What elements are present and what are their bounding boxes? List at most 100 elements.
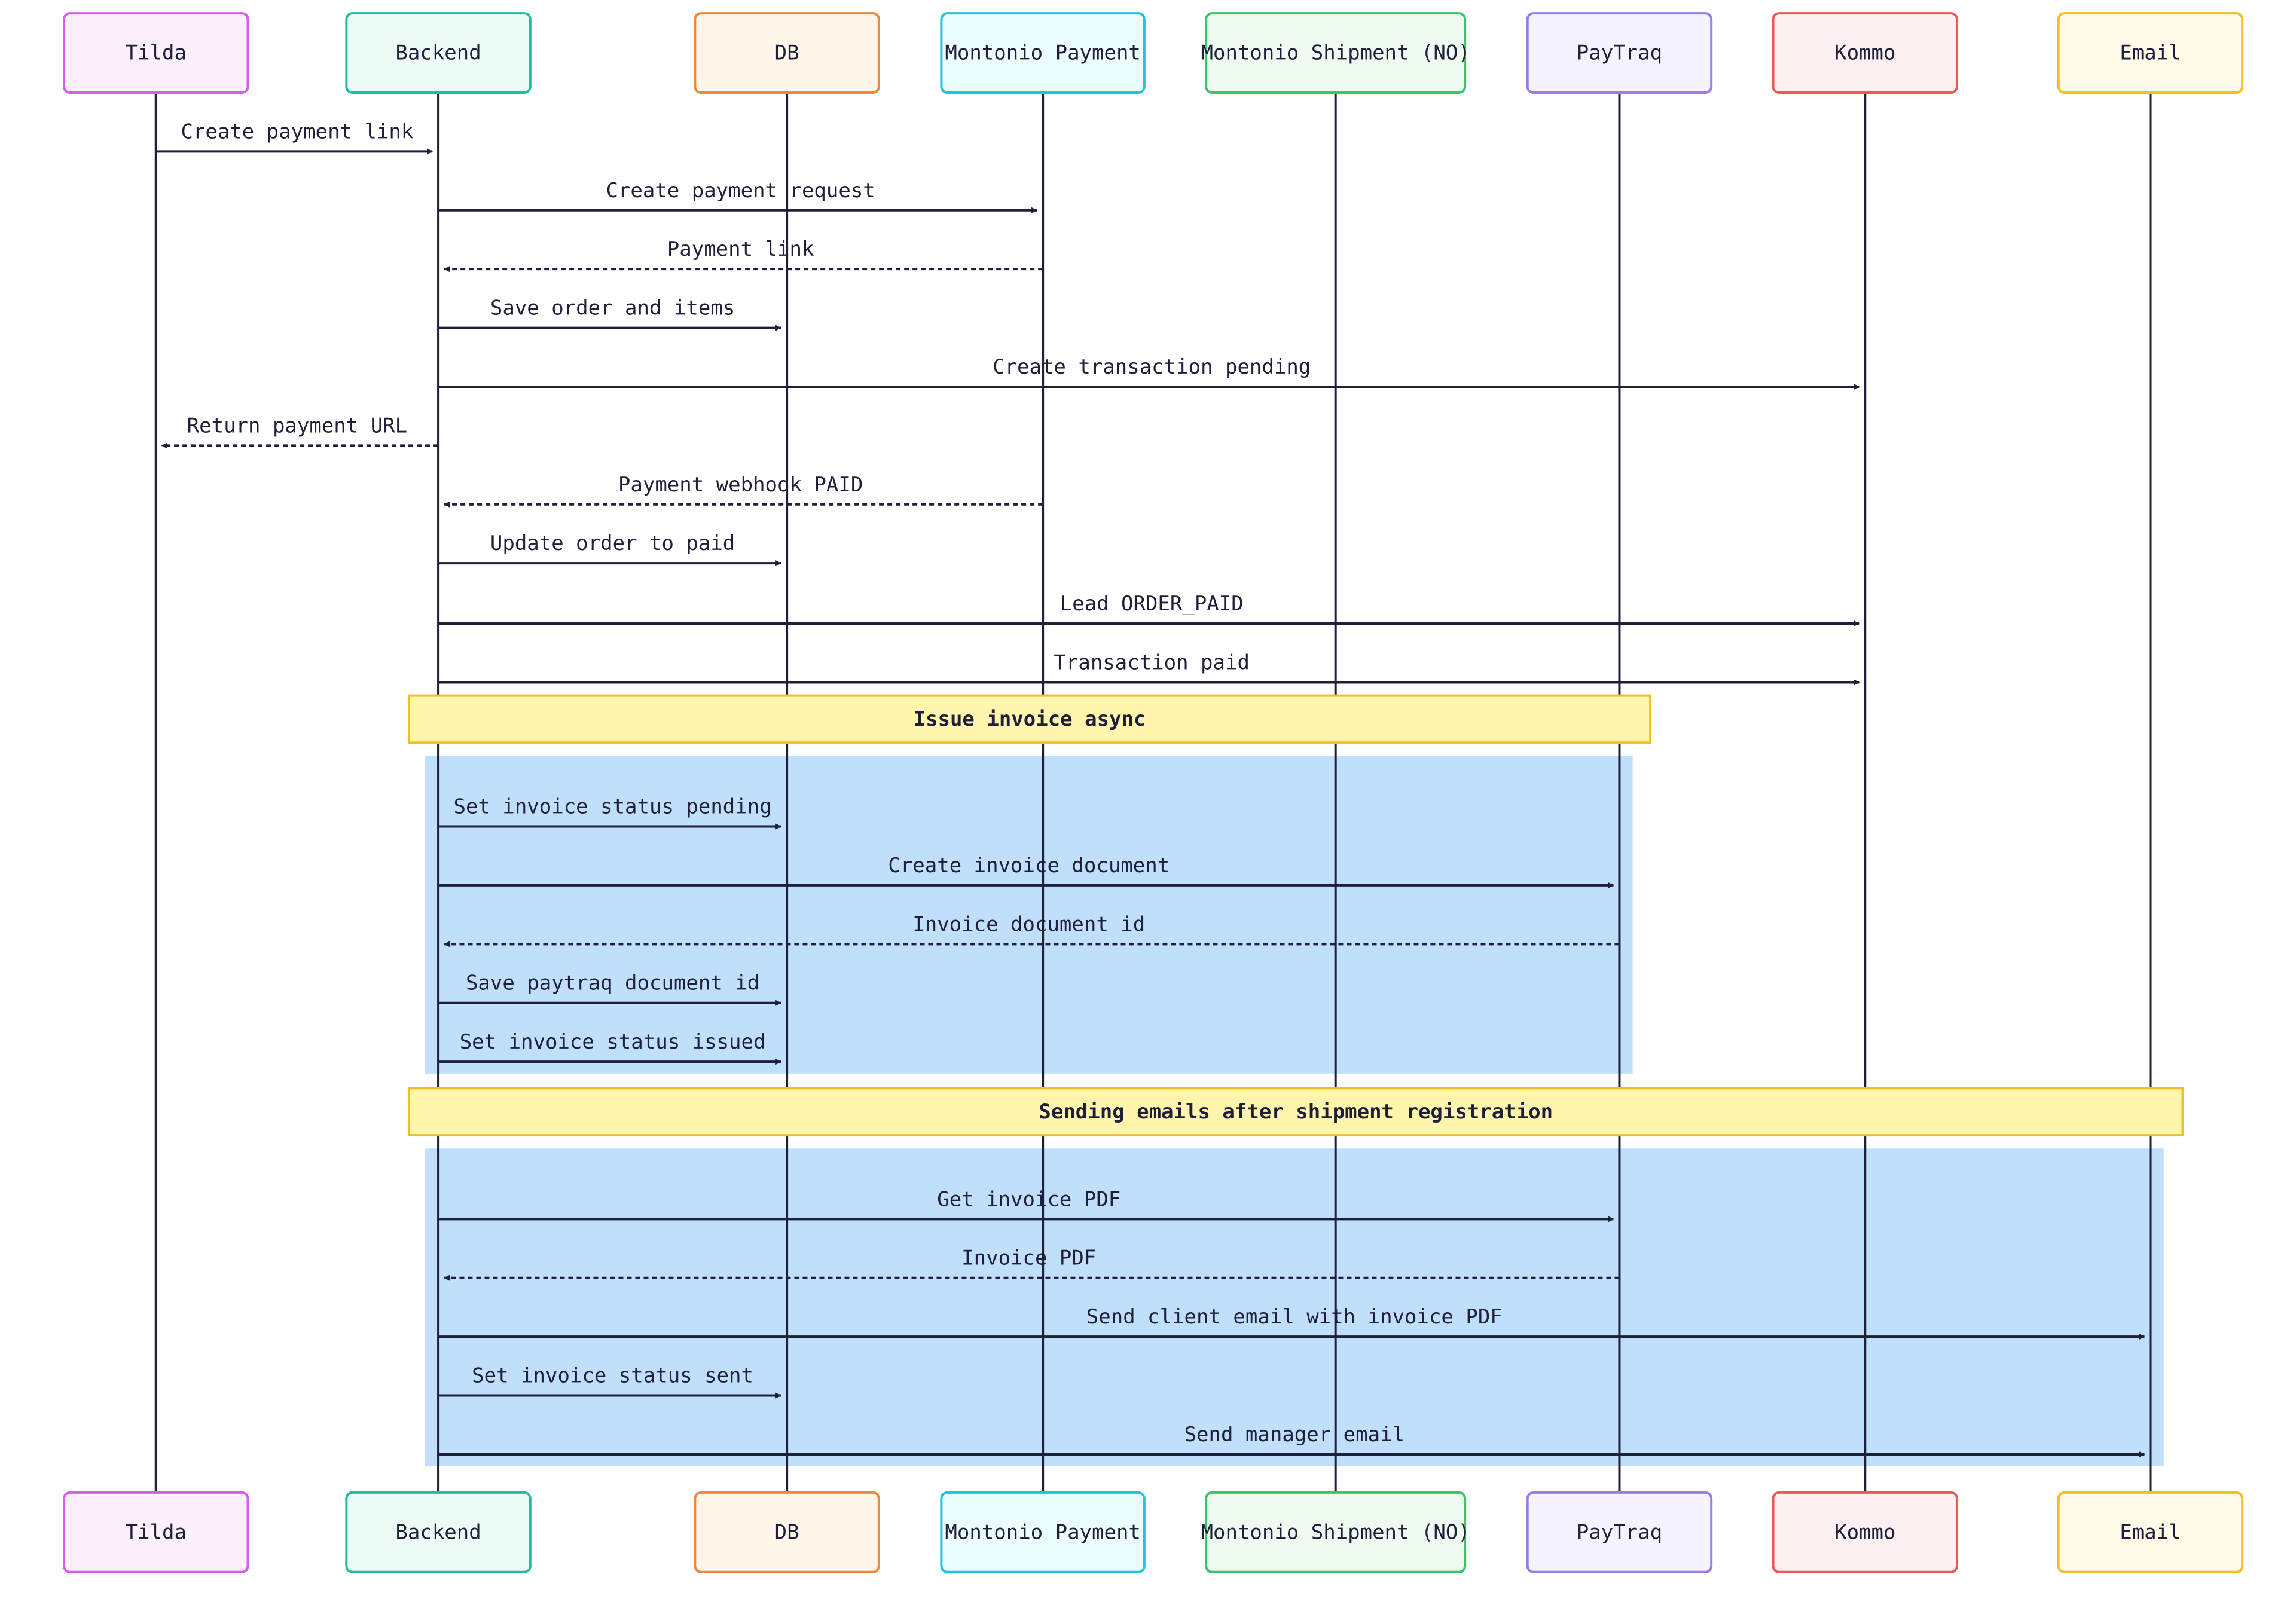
async-region	[425, 1148, 2164, 1466]
actor-montonio-shipment-top: Montonio Shipment (NO)	[1201, 12, 1470, 94]
actor-box	[694, 1491, 880, 1573]
message-label: Create transaction pending	[993, 355, 1311, 379]
message: Save order and items	[438, 296, 782, 331]
note-label: Issue invoice async	[914, 707, 1146, 731]
actor-label: Email	[2120, 41, 2181, 65]
message-label: Create invoice document	[888, 854, 1170, 878]
actor-db-bottom: DB	[694, 1491, 880, 1573]
actor-label: Backend	[395, 41, 481, 65]
note-box	[407, 1087, 2184, 1137]
actor-montonio-payment-top: Montonio Payment	[940, 12, 1146, 94]
actor-box	[1526, 1491, 1713, 1573]
actor-backend-bottom: Backend	[345, 1491, 532, 1573]
message: Set invoice status sent	[438, 1364, 782, 1399]
actor-db-top: DB	[694, 12, 880, 94]
message-label: Lead ORDER_PAID	[1060, 592, 1244, 616]
actor-box	[1772, 1491, 1959, 1573]
actor-paytraq-bottom: PayTraq	[1526, 1491, 1713, 1573]
message-label: Save order and items	[490, 296, 735, 320]
actor-box	[1205, 12, 1467, 94]
actor-label: Montonio Payment	[945, 41, 1141, 65]
message: Payment link	[444, 237, 1043, 273]
message: Send client email with invoice PDF	[438, 1305, 2145, 1340]
message-label: Update order to paid	[490, 531, 735, 555]
actor-montonio-shipment-bottom: Montonio Shipment (NO)	[1201, 1491, 1470, 1573]
message: Set invoice status pending	[438, 795, 782, 830]
message: Lead ORDER_PAID	[438, 592, 1860, 627]
actor-box	[63, 12, 249, 94]
message-label: Create payment link	[181, 120, 413, 143]
message: Set invoice status issued	[438, 1030, 782, 1065]
actor-tilda-bottom: Tilda	[63, 1491, 249, 1573]
actor-box	[2057, 12, 2244, 94]
actor-label: DB	[775, 41, 799, 65]
actor-tilda-top: Tilda	[63, 12, 249, 94]
message: Payment webhook PAID	[444, 473, 1043, 508]
actor-box	[694, 12, 880, 94]
message: Transaction paid	[438, 650, 1860, 686]
actor-label: PayTraq	[1577, 41, 1662, 65]
actor-label: DB	[775, 1520, 799, 1544]
message: Invoice document id	[444, 912, 1620, 947]
message-label: Save paytraq document id	[466, 971, 759, 995]
message-label: Set invoice status sent	[472, 1364, 753, 1388]
actor-box	[1772, 12, 1959, 94]
actor-box	[940, 12, 1146, 94]
message-label: Payment link	[667, 237, 814, 261]
message: Return payment URL	[161, 414, 439, 449]
actor-label: Kommo	[1834, 1520, 1895, 1544]
message: Create transaction pending	[438, 355, 1860, 390]
message-label: Payment webhook PAID	[618, 473, 863, 497]
message-label: Invoice document id	[912, 912, 1145, 936]
actor-label: Email	[2120, 1520, 2181, 1544]
message-label: Create payment request	[606, 179, 875, 203]
actor-kommo-top: Kommo	[1772, 12, 1959, 94]
message: Create payment request	[438, 179, 1038, 213]
actor-box	[1526, 12, 1713, 94]
message-label: Set invoice status issued	[460, 1030, 766, 1054]
message: Send manager email	[438, 1423, 2145, 1457]
message-label: Send client email with invoice PDF	[1086, 1305, 1503, 1329]
actor-email-bottom: Email	[2057, 1491, 2244, 1573]
message-label: Transaction paid	[1054, 650, 1250, 674]
actor-box	[1205, 1491, 1467, 1573]
actor-email-top: Email	[2057, 12, 2244, 94]
actor-montonio-payment-bottom: Montonio Payment	[940, 1491, 1146, 1573]
actor-label: Montonio Shipment (NO)	[1201, 1520, 1470, 1544]
actor-box	[345, 1491, 532, 1573]
actor-paytraq-top: PayTraq	[1526, 12, 1713, 94]
actor-kommo-bottom: Kommo	[1772, 1491, 1959, 1573]
note-label: Sending emails after shipment registrati…	[1039, 1100, 1553, 1124]
message: Update order to paid	[438, 531, 782, 567]
actor-label: Montonio Payment	[945, 1520, 1141, 1544]
note-box	[407, 694, 1652, 744]
message: Save paytraq document id	[438, 971, 782, 1006]
lifelines-layer	[154, 92, 2152, 1493]
actor-box	[2057, 1491, 2244, 1573]
actor-box	[345, 12, 532, 94]
message-label: Return payment URL	[187, 414, 407, 438]
message: Create payment link	[155, 120, 433, 155]
actor-backend-top: Backend	[345, 12, 532, 94]
message-label: Invoice PDF	[961, 1246, 1096, 1270]
actor-box	[940, 1491, 1146, 1573]
message-label: Set invoice status pending	[453, 795, 771, 819]
message: Invoice PDF	[444, 1246, 1620, 1281]
actor-label: Backend	[395, 1520, 481, 1544]
actor-label: Montonio Shipment (NO)	[1201, 41, 1470, 65]
message: Get invoice PDF	[438, 1187, 1614, 1222]
regions-layer	[425, 756, 2164, 1466]
actor-label: Tilda	[126, 1520, 187, 1544]
message: Create invoice document	[438, 854, 1614, 888]
message-label: Send manager email	[1184, 1423, 1405, 1447]
actor-box	[63, 1491, 249, 1573]
message-label: Get invoice PDF	[937, 1187, 1120, 1211]
actor-label: Tilda	[126, 41, 187, 65]
actor-label: Kommo	[1834, 41, 1895, 65]
async-region	[425, 756, 1633, 1074]
actor-label: PayTraq	[1577, 1520, 1662, 1544]
